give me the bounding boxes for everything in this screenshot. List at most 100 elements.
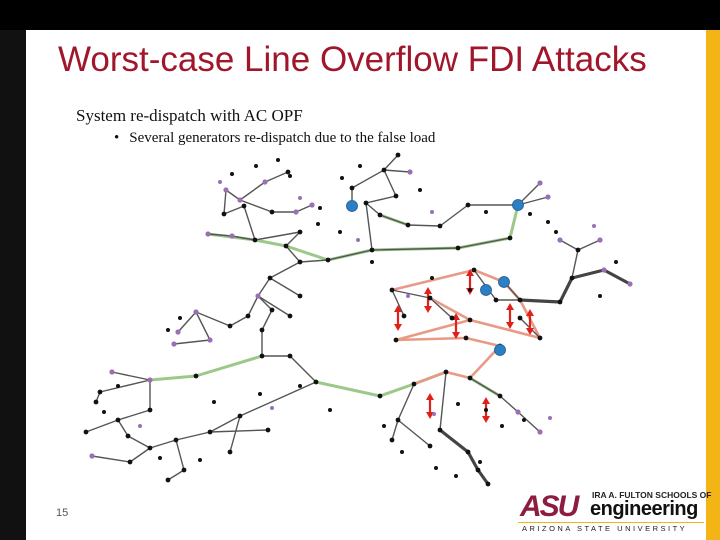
bus-node — [267, 275, 273, 281]
bus-node — [363, 200, 369, 206]
bus-node — [328, 408, 332, 412]
asu-mark: ASU — [520, 490, 579, 523]
lightly-loaded-line — [194, 354, 264, 378]
transmission-line — [407, 224, 441, 227]
load-bus-node — [545, 194, 551, 200]
transmission-line — [397, 383, 415, 421]
transmission-line — [209, 429, 269, 433]
load-bus-node — [237, 197, 243, 203]
bus-node — [259, 327, 265, 333]
transmission-line — [91, 455, 131, 463]
transmission-line — [289, 355, 317, 383]
bus-node — [478, 460, 482, 464]
load-bus-node — [147, 377, 153, 383]
bus-node — [389, 287, 395, 293]
bus-node — [437, 223, 443, 229]
heavily-loaded-line — [476, 468, 490, 486]
bus-node — [405, 222, 411, 228]
bus-node — [381, 167, 387, 173]
bus-node — [406, 294, 410, 298]
transmission-line — [195, 311, 211, 341]
bus-node — [517, 297, 523, 303]
overflow-line — [394, 336, 468, 342]
overflow-line — [468, 318, 542, 340]
load-bus-node — [537, 180, 543, 186]
bus-node — [465, 202, 471, 208]
load-bus-node — [293, 209, 299, 215]
transmission-line — [577, 239, 601, 251]
load-bus-node — [597, 237, 603, 243]
bus-node — [254, 164, 258, 168]
page-number: 15 — [56, 507, 69, 519]
transmission-line — [129, 447, 151, 463]
lightly-loaded-line — [378, 382, 416, 398]
bus-node — [349, 185, 355, 191]
load-bus-node — [223, 187, 229, 193]
transmission-line — [365, 202, 381, 216]
transmission-line — [469, 377, 501, 397]
bus-node — [485, 481, 491, 487]
bus-node — [269, 209, 275, 215]
transmission-line — [391, 289, 405, 317]
bus-node — [614, 260, 618, 264]
gold-accent-bar — [706, 30, 720, 540]
transmission-line — [257, 277, 271, 297]
transmission-line — [379, 214, 409, 226]
bus-node — [546, 220, 550, 224]
transmission-line — [117, 419, 129, 437]
bus-node — [528, 212, 532, 216]
transmission-line — [239, 381, 317, 417]
heavily-loaded-line — [518, 298, 562, 304]
bus-node — [318, 206, 322, 210]
bus-node — [227, 323, 233, 329]
bus-node — [434, 466, 438, 470]
network-lines — [85, 154, 632, 486]
bus-node — [411, 381, 417, 387]
generator-icon — [480, 284, 492, 296]
transmission-line — [295, 204, 313, 213]
load-bus-node — [262, 179, 268, 185]
transmission-line — [383, 169, 397, 197]
bus-node — [437, 427, 443, 433]
load-bus-node — [627, 281, 633, 287]
bus-node — [377, 393, 383, 399]
bullet-system-redispatch: System re-dispatch with AC OPF — [76, 106, 303, 125]
transmission-line — [257, 295, 273, 311]
bus-node — [484, 408, 488, 412]
transmission-line — [209, 415, 241, 433]
bus-node — [258, 392, 262, 396]
transmission-line — [429, 297, 453, 319]
bus-node — [484, 210, 488, 214]
bus-node — [432, 412, 436, 416]
transmission-line — [223, 205, 245, 215]
transmission-line — [517, 411, 541, 433]
heavily-loaded-line — [438, 428, 470, 454]
heavily-loaded-line — [602, 268, 632, 286]
bus-node — [471, 267, 477, 273]
bus-node — [427, 295, 433, 301]
transmission-line — [397, 419, 431, 447]
redispatch-arrow-icon — [424, 287, 432, 313]
transmission-line — [571, 249, 579, 279]
transmission-line — [167, 469, 185, 481]
logo-university-line: ARIZONA STATE UNIVERSITY — [522, 524, 688, 533]
bus-node — [127, 459, 133, 465]
bus-node — [500, 424, 504, 428]
bus-node — [356, 238, 360, 242]
bus-node — [241, 203, 247, 209]
bus-node — [298, 196, 302, 200]
transmission-line — [285, 245, 301, 263]
generator-icon — [512, 199, 524, 211]
bus-node — [401, 313, 407, 319]
transmission-line — [351, 169, 385, 189]
transmission-line — [231, 235, 256, 241]
bus-node — [377, 212, 383, 218]
bus-node — [382, 424, 386, 428]
lightly-loaded-line — [253, 238, 288, 248]
bus-node — [393, 337, 399, 343]
side-bar — [0, 30, 26, 540]
transmission-line — [383, 169, 411, 173]
overflow-line — [464, 336, 502, 348]
bus-node — [467, 375, 473, 381]
bus-node — [297, 259, 303, 265]
